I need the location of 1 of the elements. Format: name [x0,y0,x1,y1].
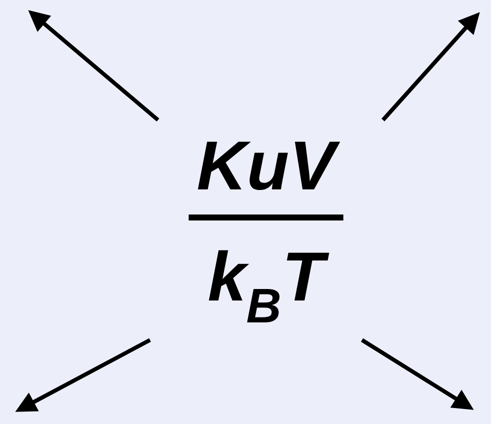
fraction-formula: KuV k$_{B}$T [188,142,344,322]
